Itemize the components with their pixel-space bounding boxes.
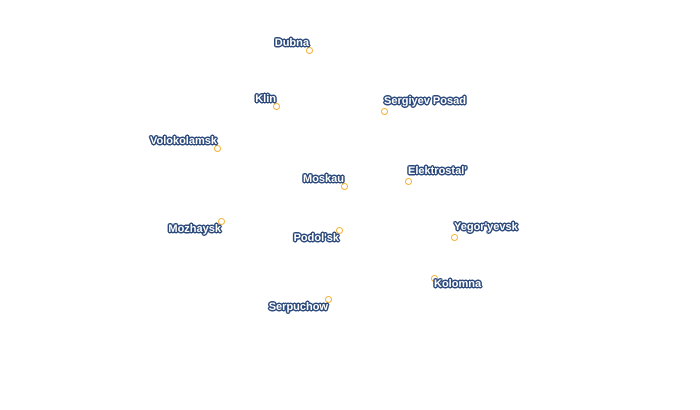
city-point-icon[interactable] xyxy=(450,233,458,241)
city-label: Elektrostal' xyxy=(408,165,467,177)
city-point-icon[interactable] xyxy=(380,107,388,115)
city-label: Volokolamsk xyxy=(149,135,217,147)
city-label: Klin xyxy=(255,93,276,105)
city-point-icon[interactable] xyxy=(335,226,343,234)
city-point-icon[interactable] xyxy=(324,295,332,303)
city-label: Kolomna xyxy=(434,278,482,290)
city-point-icon[interactable] xyxy=(305,46,313,54)
city-label: Moskau xyxy=(303,173,344,185)
city-label: Sergiyev Posad xyxy=(384,95,466,107)
city-point-icon[interactable] xyxy=(404,177,412,185)
city-point-icon[interactable] xyxy=(340,182,348,190)
city-label: Serpuchow xyxy=(268,301,328,313)
city-point-icon[interactable] xyxy=(213,144,221,152)
city-label: Podol'sk xyxy=(293,232,339,244)
city-point-icon[interactable] xyxy=(217,217,225,225)
city-point-icon[interactable] xyxy=(272,102,280,110)
city-label: Mozhaysk xyxy=(168,223,221,235)
city-point-icon[interactable] xyxy=(430,274,438,282)
city-label: Yegor'yevsk xyxy=(454,221,518,233)
city-label: Dubna xyxy=(274,37,309,49)
